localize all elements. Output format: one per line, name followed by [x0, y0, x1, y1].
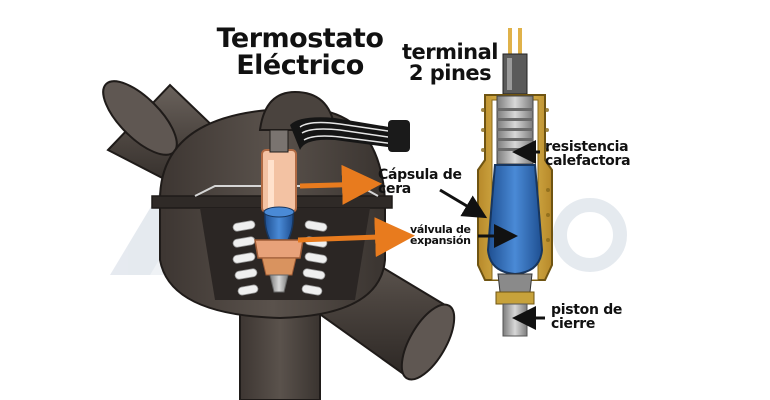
spring-coils	[232, 220, 328, 296]
callout-expansion-valve: válvula de expansión	[410, 223, 471, 247]
arrow-wax-capsule	[299, 164, 382, 205]
callout-heating-resistor: resistencia calefactora	[545, 139, 631, 169]
arrow-wax-capsule-right	[439, 188, 488, 219]
left-capsule	[254, 129, 304, 293]
arrow-expansion-valve	[297, 217, 415, 258]
terminal-label: terminal 2 pines	[401, 40, 499, 85]
callout-wax-capsule: Cápsula de cera	[378, 167, 462, 197]
thermostat-housing	[102, 80, 456, 400]
callout-closing-piston: piston de cierre	[551, 302, 623, 332]
diagram-title: Termostato Eléctrico	[216, 23, 384, 81]
cable	[290, 117, 395, 150]
